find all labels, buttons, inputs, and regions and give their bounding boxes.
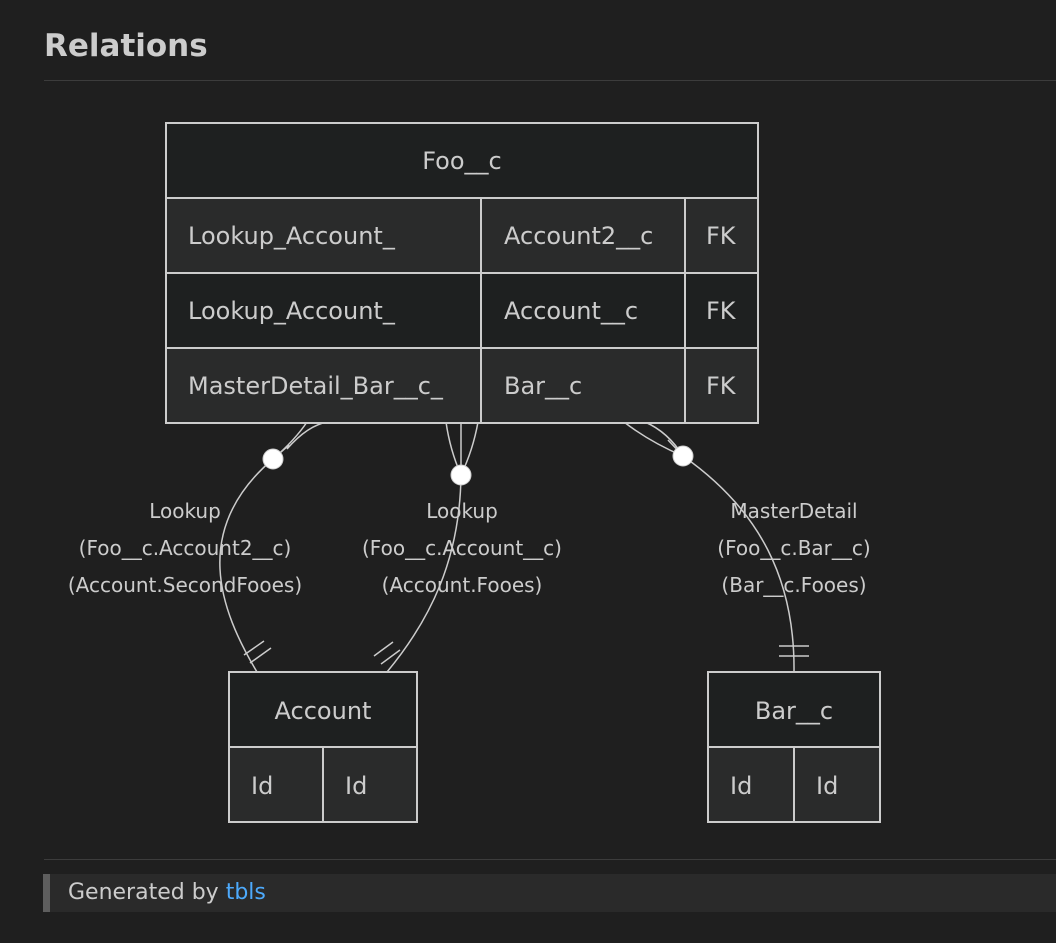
one-mark-bar — [779, 645, 809, 657]
relation-label-account2-to: (Account.SecondFooes) — [68, 573, 302, 597]
relation-label-account-to: (Account.Fooes) — [382, 573, 543, 597]
footer-divider — [44, 859, 1056, 860]
entity-foo: Foo__c Lookup_Account_ Account2__c FK Lo… — [165, 122, 759, 424]
entity-foo-row-1-type: Account2__c — [504, 222, 653, 250]
entity-foo-row-3-name: MasterDetail_Bar__c_ — [188, 372, 444, 400]
entity-bar-row-1-name: Id — [730, 772, 752, 800]
relation-label-account2-kind: Lookup — [149, 499, 221, 523]
entity-foo-row-2-name: Lookup_Account_ — [188, 297, 396, 325]
one-mark-account2 — [243, 640, 272, 664]
entity-foo-row-3-bg — [165, 347, 759, 424]
entity-account: Account Id Id — [228, 671, 418, 823]
entity-foo-row-1-bg — [165, 197, 759, 274]
entity-bar: Bar__c Id Id — [707, 671, 881, 823]
one-mark-account — [373, 641, 401, 665]
footer-prefix: Generated by — [68, 880, 226, 905]
optional-circle-account2 — [262, 448, 284, 470]
entity-foo-row-2-type: Account__c — [504, 297, 638, 325]
entity-account-row-1-type: Id — [345, 772, 367, 800]
relation-line-account — [386, 474, 462, 673]
relation-line-account2 — [219, 458, 274, 673]
entity-foo-row-2-key: FK — [706, 297, 737, 325]
entity-account-row-1-name: Id — [251, 772, 273, 800]
entity-bar-row-1-type: Id — [816, 772, 838, 800]
page-title: Relations — [44, 28, 208, 64]
relation-line-bar — [682, 455, 795, 673]
title-divider — [44, 80, 1056, 81]
entity-foo-row-3-type: Bar__c — [504, 372, 582, 400]
optional-circle-account — [450, 464, 472, 486]
entity-account-title: Account — [275, 697, 372, 725]
entity-foo-row-1-name: Lookup_Account_ — [188, 222, 396, 250]
entity-bar-title: Bar__c — [755, 697, 833, 725]
relation-label-account-from: (Foo__c.Account__c) — [362, 536, 562, 560]
entity-foo-title: Foo__c — [422, 147, 502, 175]
relation-label-bar-from: (Foo__c.Bar__c) — [717, 536, 870, 560]
relation-label-bar-to: (Bar__c.Fooes) — [721, 573, 866, 597]
relation-label-account-kind: Lookup — [426, 499, 498, 523]
relation-label-bar-kind: MasterDetail — [730, 499, 857, 523]
entity-foo-row-1-key: FK — [706, 222, 737, 250]
er-diagram: Lookup (Foo__c.Account2__c) (Account.Sec… — [68, 122, 881, 823]
optional-circle-bar — [672, 445, 694, 467]
tbls-link[interactable]: tbls — [225, 880, 266, 905]
relation-label-account2-from: (Foo__c.Account2__c) — [79, 536, 292, 560]
entity-foo-row-3-key: FK — [706, 372, 737, 400]
footer-note: Generated by tbls — [43, 874, 1056, 912]
